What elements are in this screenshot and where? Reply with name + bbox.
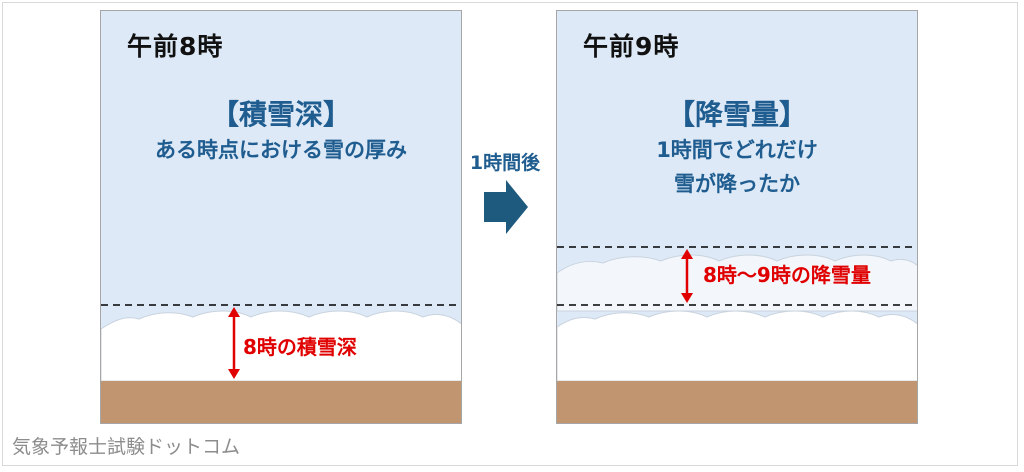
label-snowfall-8-9: 8時～9時の降雪量 xyxy=(703,263,871,287)
right-arrow-icon xyxy=(484,180,528,234)
desc-line: 1時間でどれだけ xyxy=(656,138,818,162)
panel-8am: 午前8時 【積雪深】 ある時点における雪の厚み 8時の積雪深 xyxy=(100,10,462,424)
new-snow-layer xyxy=(557,254,917,312)
panel-9am: 午前9時 【降雪量】 1時間でどれだけ 雪が降ったか 8時～9時の降雪量 xyxy=(556,10,918,424)
ground xyxy=(557,381,917,423)
label-8am-snow-depth: 8時の積雪深 xyxy=(243,335,357,359)
desc-snow-depth: ある時点における雪の厚み xyxy=(101,133,461,167)
snow-layer xyxy=(101,310,461,382)
old-snow-layer xyxy=(557,310,917,382)
heading-snow-depth: 【積雪深】 xyxy=(210,98,351,131)
time-label-9am: 午前9時 xyxy=(583,32,680,61)
desc-snowfall: 1時間でどれだけ 雪が降ったか xyxy=(557,133,917,201)
diagram-frame xyxy=(2,2,1018,466)
arrow-head-down xyxy=(228,369,240,379)
panel-8am-illustration xyxy=(101,11,461,423)
site-watermark: 気象予報士試験ドットコム xyxy=(12,436,241,458)
desc-line: ある時点における雪の厚み xyxy=(155,138,407,162)
arrow-head-up xyxy=(681,249,693,259)
arrow-head-up xyxy=(228,307,240,317)
panel-9am-illustration xyxy=(557,11,917,423)
ground xyxy=(101,381,461,423)
transition-label: 1時間後 xyxy=(469,152,541,174)
time-label-8am: 午前8時 xyxy=(127,32,224,61)
arrow-head-down xyxy=(681,293,693,303)
desc-line: 雪が降ったか xyxy=(674,172,800,196)
heading-snowfall: 【降雪量】 xyxy=(666,98,807,131)
